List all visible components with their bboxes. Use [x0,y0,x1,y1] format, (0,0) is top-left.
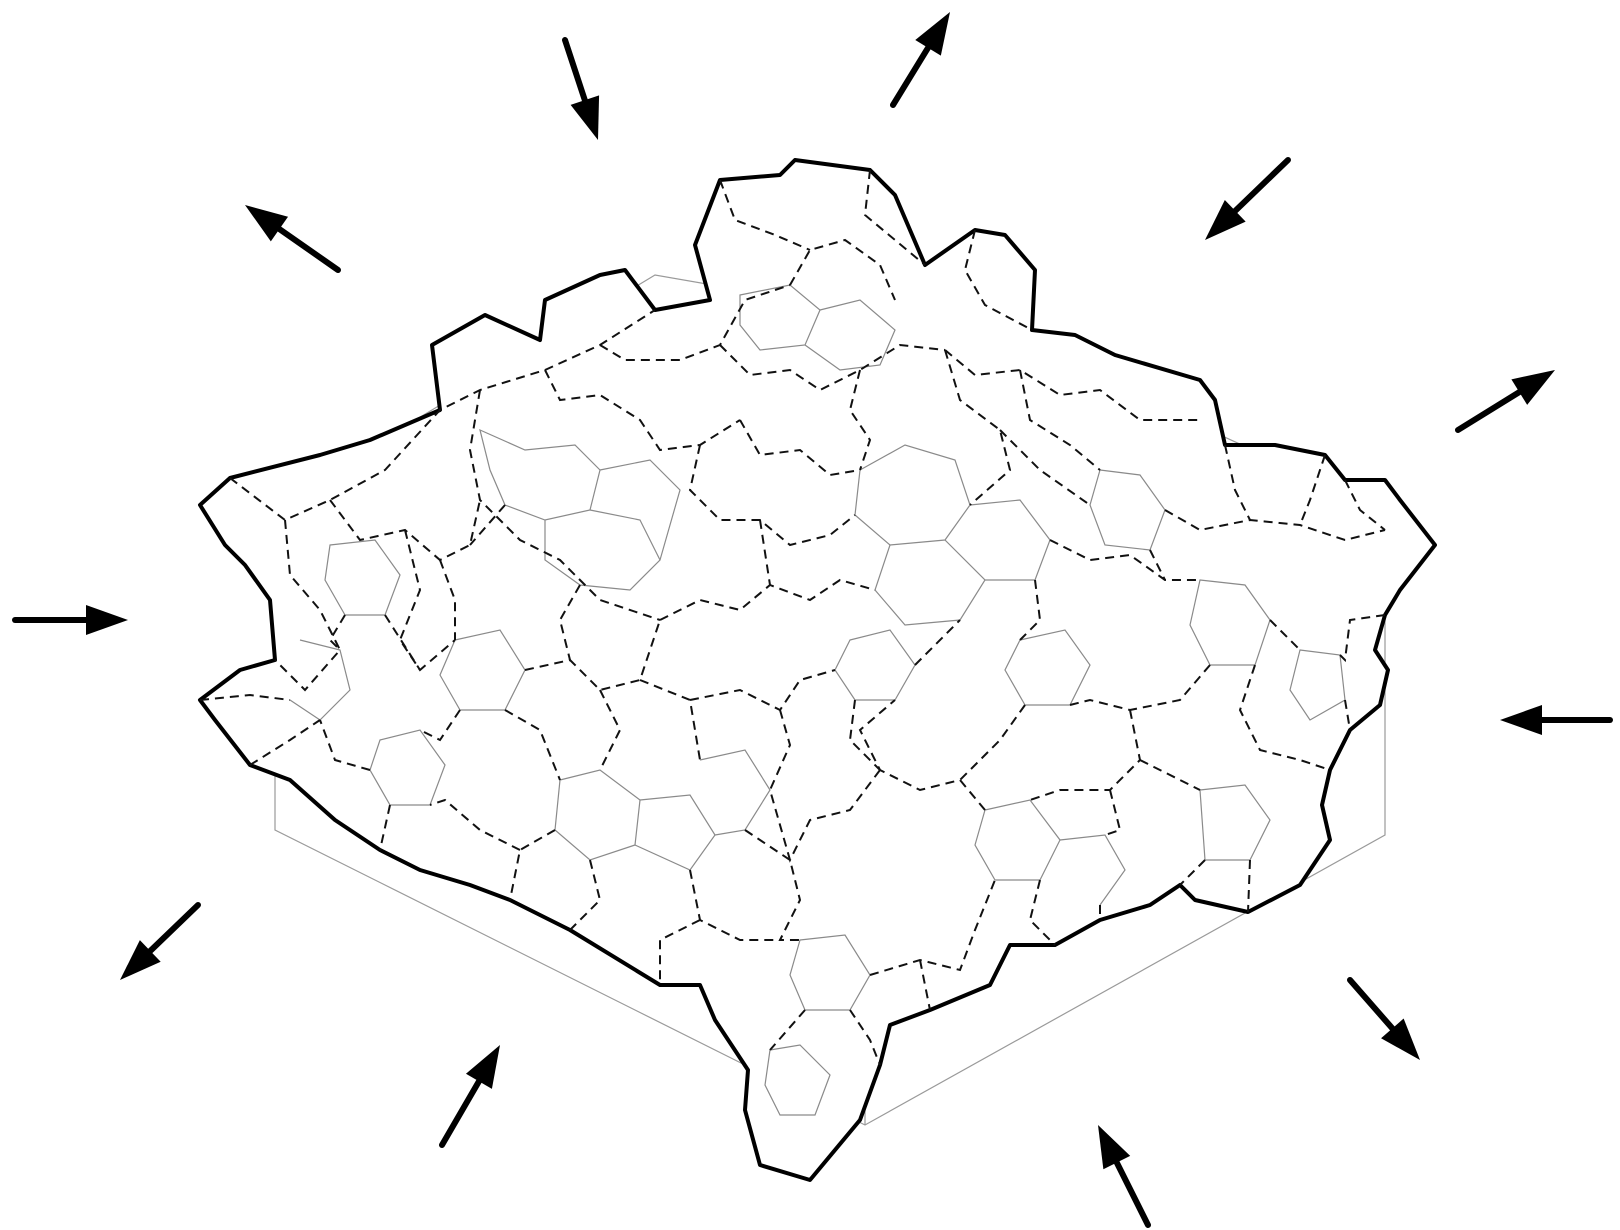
arrow-bottom-left-inward-head [466,1045,500,1089]
arrow-right-outward [1458,370,1555,430]
arrow-top-left-inward-shaft [565,40,585,102]
arrow-lower-left-outward-shaft [149,905,198,952]
arrow-right-inward-head [1500,705,1542,735]
arrow-bottom-right-inward [1098,1125,1148,1225]
arrow-right-inward [1500,705,1610,735]
arrow-upper-right-inward-shaft [1234,160,1288,212]
arrow-right-outward-head [1511,370,1555,405]
arrow-upper-right-inward [1205,160,1288,240]
arrow-bottom-right-inward-head [1098,1125,1130,1169]
arrow-top-left-inward [565,40,599,140]
arrow-lower-left-outward [120,905,198,980]
arrow-left-inward-head [86,605,128,635]
arrow-top-right-outward-shaft [893,46,929,105]
arrow-bottom-right-inward-shaft [1116,1161,1148,1225]
arrow-bottom-left-inward-shaft [442,1080,480,1145]
arrow-top-right-outward-head [915,12,950,56]
arrow-upper-left-outward-shaft [278,228,338,270]
aggregate-outline [200,160,1435,1180]
arrow-top-right-outward [893,12,950,105]
arrow-right-outward-shaft [1458,391,1521,430]
arrow-upper-left-outward [245,205,338,270]
arrow-upper-left-outward-head [245,205,288,241]
arrow-top-left-inward-head [571,95,599,140]
arrow-lower-right-outward-shaft [1350,980,1394,1030]
arrow-bottom-left-inward [442,1045,500,1145]
arrow-left-inward [15,605,128,635]
arrow-lower-right-outward [1350,980,1420,1060]
